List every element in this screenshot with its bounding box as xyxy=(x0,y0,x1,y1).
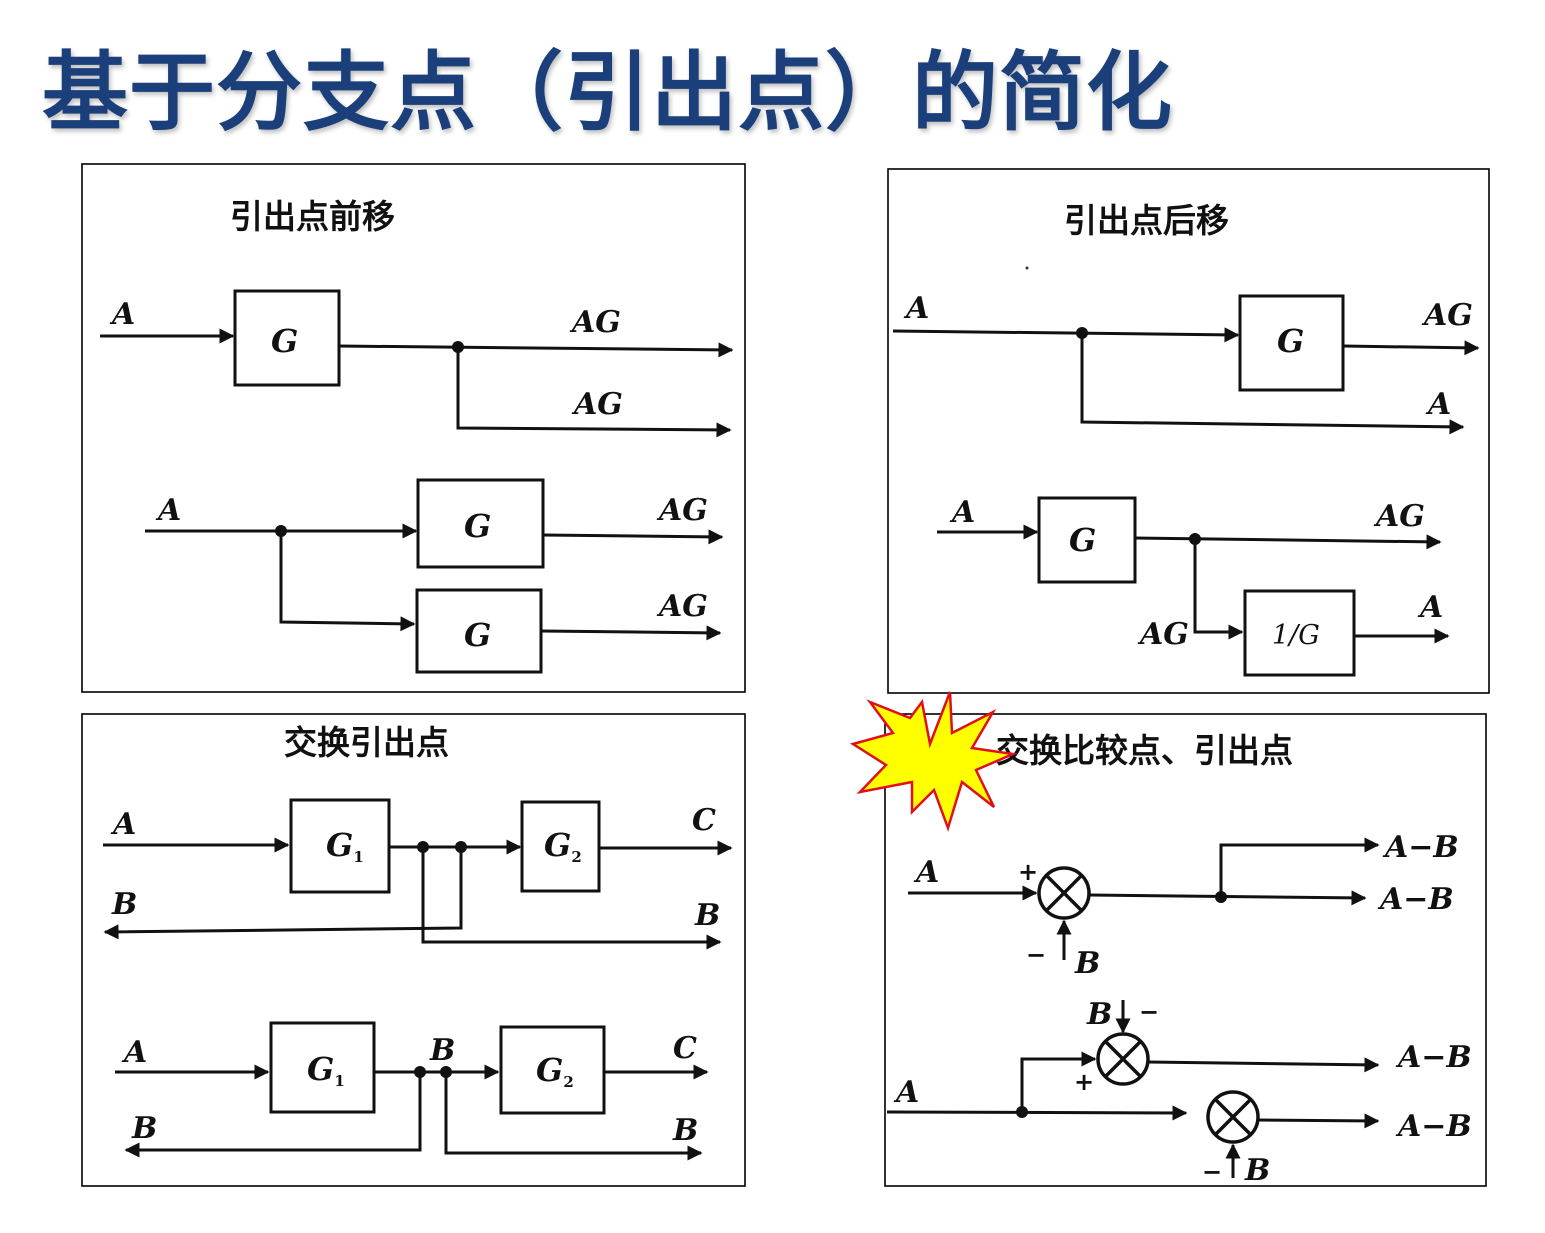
input-label: A xyxy=(155,493,181,528)
branch-arrow xyxy=(279,531,416,632)
minus-sign: − xyxy=(1139,998,1159,1026)
block-label: G xyxy=(1277,322,1304,360)
branch-label: B xyxy=(672,1113,698,1148)
block-label: G2 xyxy=(544,826,582,866)
plus-sign: + xyxy=(1074,1068,1094,1096)
branch-arrow xyxy=(1193,539,1244,640)
input-arrow xyxy=(892,327,1240,343)
block-g2 xyxy=(520,800,601,893)
input-label: A xyxy=(903,291,929,326)
feedback-arrow xyxy=(124,1072,422,1158)
output-label: C xyxy=(692,803,716,838)
plus-sign: + xyxy=(1018,858,1038,886)
back-label: B xyxy=(131,1111,157,1146)
output-label: AG xyxy=(656,493,708,528)
block-g xyxy=(1238,294,1345,392)
input-label: A xyxy=(893,1075,919,1110)
panel-title: 引出点前移 xyxy=(230,197,395,236)
input-label: A xyxy=(949,495,975,530)
output-arrow xyxy=(1342,340,1480,356)
block-label: G xyxy=(464,616,491,654)
panel-title: 交换比较点、引出点 xyxy=(996,731,1293,770)
output-label: AG xyxy=(571,387,623,422)
output-arrow xyxy=(540,625,722,641)
output-label: A xyxy=(1417,590,1443,625)
output-arrow xyxy=(1257,1113,1380,1129)
output-label: A−B xyxy=(1382,830,1459,865)
block-label: 1/G xyxy=(1272,620,1320,651)
input-label: A xyxy=(121,1035,147,1070)
block-label: G xyxy=(1069,521,1096,559)
block-g xyxy=(416,478,545,569)
block-g xyxy=(1037,496,1137,584)
input-arrow xyxy=(886,1105,1188,1121)
panel-branch-backward: 引出点后移 A G AG A A G 1/G AG AG A xyxy=(887,168,1490,694)
branch-arrow xyxy=(421,847,722,950)
b-label: B xyxy=(1074,946,1100,981)
minus-sign: − xyxy=(1026,941,1046,969)
block-inverse-g xyxy=(1243,589,1356,677)
output-label: AG xyxy=(1373,499,1425,534)
summing-junction-icon xyxy=(1037,866,1091,920)
input-label: A xyxy=(110,807,136,842)
mid-label: B xyxy=(429,1033,455,1068)
feedback-arrow xyxy=(103,847,463,940)
output-arrow xyxy=(542,529,724,545)
block-label: G2 xyxy=(536,1051,574,1091)
summing-junction-icon xyxy=(1206,1090,1260,1144)
output-arrow xyxy=(1088,890,1367,906)
block-label: G xyxy=(271,322,298,360)
branch-label: B xyxy=(694,898,720,933)
output-arrow xyxy=(1147,1057,1380,1073)
branch-arrow xyxy=(1219,837,1380,897)
output-label: AG xyxy=(1421,298,1473,333)
block-g xyxy=(415,588,543,674)
panel-swap-branch-points: 交换引出点 A G1 G2 C B B A G1 B G2 C B B xyxy=(81,713,746,1187)
block-label: G1 xyxy=(326,826,364,866)
output-arrow xyxy=(338,342,734,358)
block-g1 xyxy=(269,1021,376,1114)
output-label: A−B xyxy=(1377,882,1454,917)
block-label: G xyxy=(464,507,491,545)
starburst-icon xyxy=(849,691,1018,832)
output-label: AG xyxy=(569,305,621,340)
output-arrow xyxy=(1134,534,1442,550)
output-label: A−B xyxy=(1395,1040,1472,1075)
panel-title: 引出点后移 xyxy=(1064,201,1229,240)
branch-arrow xyxy=(1080,333,1465,435)
summing-junction-icon xyxy=(1096,1032,1150,1086)
panel-title: 交换引出点 xyxy=(284,723,449,762)
output-label: A xyxy=(1425,387,1451,422)
branch-arrow xyxy=(1020,1051,1097,1112)
input-label: A xyxy=(109,297,135,332)
output-label: A−B xyxy=(1395,1109,1472,1144)
branch-arrow xyxy=(444,1072,703,1161)
panel-branch-forward: 引出点前移 A G AG AG A G G AG AG xyxy=(81,163,746,693)
output-label: C xyxy=(673,1031,697,1066)
input-label: A xyxy=(913,855,939,890)
back-label: B xyxy=(111,887,137,922)
block-g1 xyxy=(289,798,391,894)
block-label: G1 xyxy=(307,1050,345,1090)
b-label: B xyxy=(1086,997,1112,1032)
output-label: AG xyxy=(656,589,708,624)
block-g2 xyxy=(499,1025,606,1115)
page-title: 基于分支点（引出点）的简化 xyxy=(42,43,1173,143)
branch-label: AG xyxy=(1137,617,1189,652)
b-label: B xyxy=(1244,1153,1270,1188)
minus-sign: − xyxy=(1202,1158,1222,1186)
block-g xyxy=(233,289,341,387)
branch-arrow xyxy=(456,347,732,438)
